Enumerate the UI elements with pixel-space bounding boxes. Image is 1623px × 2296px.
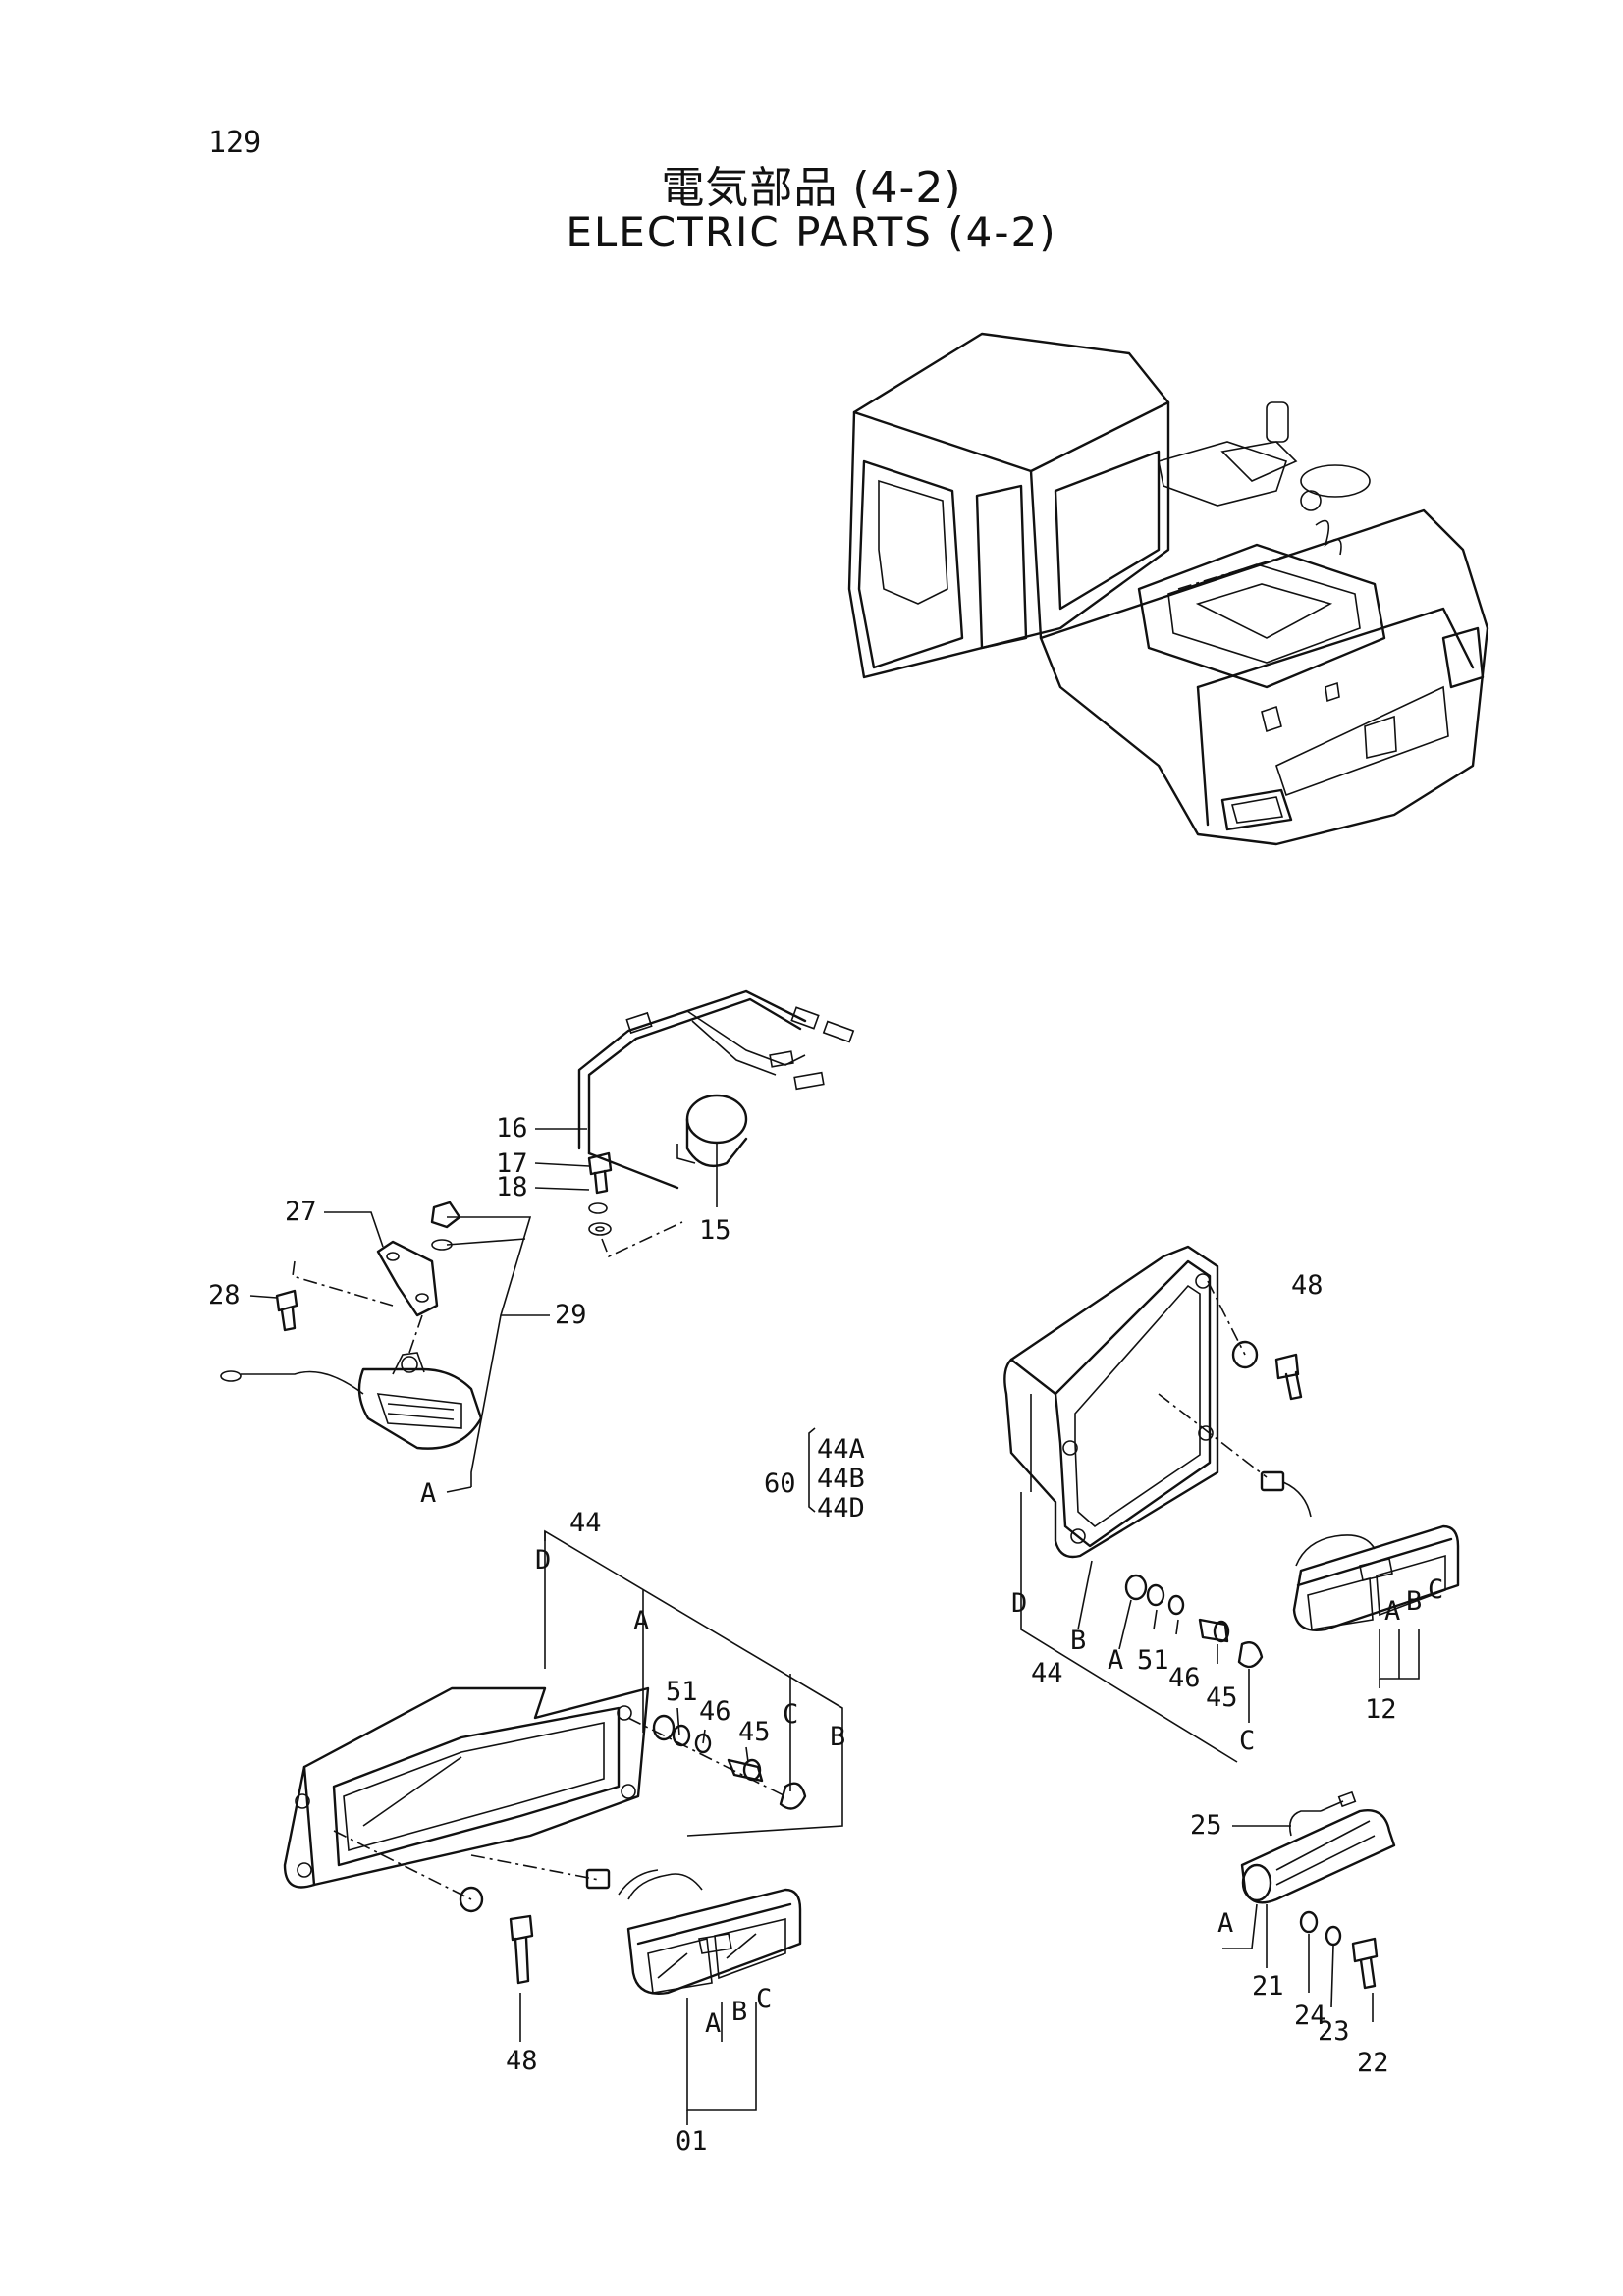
callout-17: 17 bbox=[496, 1148, 528, 1179]
page-title-english: ELECTRIC PARTS (4-2) bbox=[566, 208, 1057, 256]
callout-22: 22 bbox=[1357, 2048, 1389, 2078]
callout-44a: 44A bbox=[817, 1434, 865, 1465]
callout-45-right: 45 bbox=[1206, 1682, 1238, 1713]
callout-51-right: 51 bbox=[1137, 1645, 1169, 1676]
callout-44d: 44D bbox=[817, 1493, 865, 1523]
callout-45-left: 45 bbox=[738, 1717, 771, 1747]
callout-c-lamp-right: C bbox=[1428, 1575, 1443, 1605]
left-rear-lamp-assembly bbox=[283, 1529, 843, 2125]
callout-48-left: 48 bbox=[506, 2046, 538, 2076]
callout-01: 01 bbox=[676, 2126, 708, 2157]
callout-27: 27 bbox=[285, 1197, 317, 1227]
callout-b-right: B bbox=[1070, 1626, 1086, 1656]
callout-a-lamp-left: A bbox=[705, 2008, 721, 2039]
callout-a-small: A bbox=[1217, 1908, 1233, 1939]
callout-24: 24 bbox=[1294, 2001, 1326, 2031]
callout-a-left: A bbox=[633, 1606, 649, 1636]
callout-b-lamp-right: B bbox=[1406, 1586, 1422, 1617]
horn-relay-assembly bbox=[220, 989, 855, 1493]
callout-46-right: 46 bbox=[1168, 1663, 1201, 1693]
page-title-japanese: 電気部品 (4-2) bbox=[661, 163, 962, 213]
callout-c-right: C bbox=[1239, 1726, 1255, 1756]
callout-44b: 44B bbox=[817, 1464, 865, 1494]
callout-28: 28 bbox=[208, 1280, 241, 1310]
callout-12: 12 bbox=[1365, 1694, 1397, 1725]
callout-60: 60 bbox=[764, 1468, 796, 1499]
callout-b-lamp-left: B bbox=[731, 1997, 747, 2027]
callout-46-left: 46 bbox=[699, 1696, 731, 1727]
callout-15: 15 bbox=[699, 1215, 731, 1246]
kit-brace bbox=[808, 1427, 816, 1513]
right-rear-lamp-assembly bbox=[1003, 1245, 1460, 1763]
callout-labels: 16 17 18 15 27 28 29 A 60 44A 44B 44D 44… bbox=[208, 1113, 1443, 2157]
callout-25: 25 bbox=[1190, 1810, 1222, 1841]
page-number: 129 bbox=[208, 126, 262, 160]
callout-a-horn: A bbox=[420, 1478, 436, 1509]
callout-44-left: 44 bbox=[569, 1508, 602, 1538]
callout-48-right: 48 bbox=[1291, 1270, 1324, 1301]
callout-51-left: 51 bbox=[666, 1677, 698, 1707]
callout-16: 16 bbox=[496, 1113, 528, 1144]
callout-c-lamp-left: C bbox=[756, 1984, 772, 2014]
callout-18: 18 bbox=[496, 1172, 528, 1202]
callout-44-right: 44 bbox=[1031, 1658, 1063, 1688]
callout-a-lamp-right: A bbox=[1384, 1596, 1400, 1627]
excavator-upper-structure bbox=[847, 332, 1489, 846]
callout-c-left: C bbox=[783, 1699, 798, 1730]
callout-29: 29 bbox=[555, 1300, 587, 1330]
callout-d-left: D bbox=[535, 1545, 551, 1575]
callout-b-left: B bbox=[830, 1722, 845, 1752]
callout-21: 21 bbox=[1252, 1971, 1284, 2002]
callout-a-right: A bbox=[1108, 1645, 1123, 1676]
small-lamp-assembly bbox=[1222, 1790, 1396, 2022]
callout-23: 23 bbox=[1318, 2016, 1350, 2047]
callout-d-right: D bbox=[1011, 1588, 1027, 1619]
